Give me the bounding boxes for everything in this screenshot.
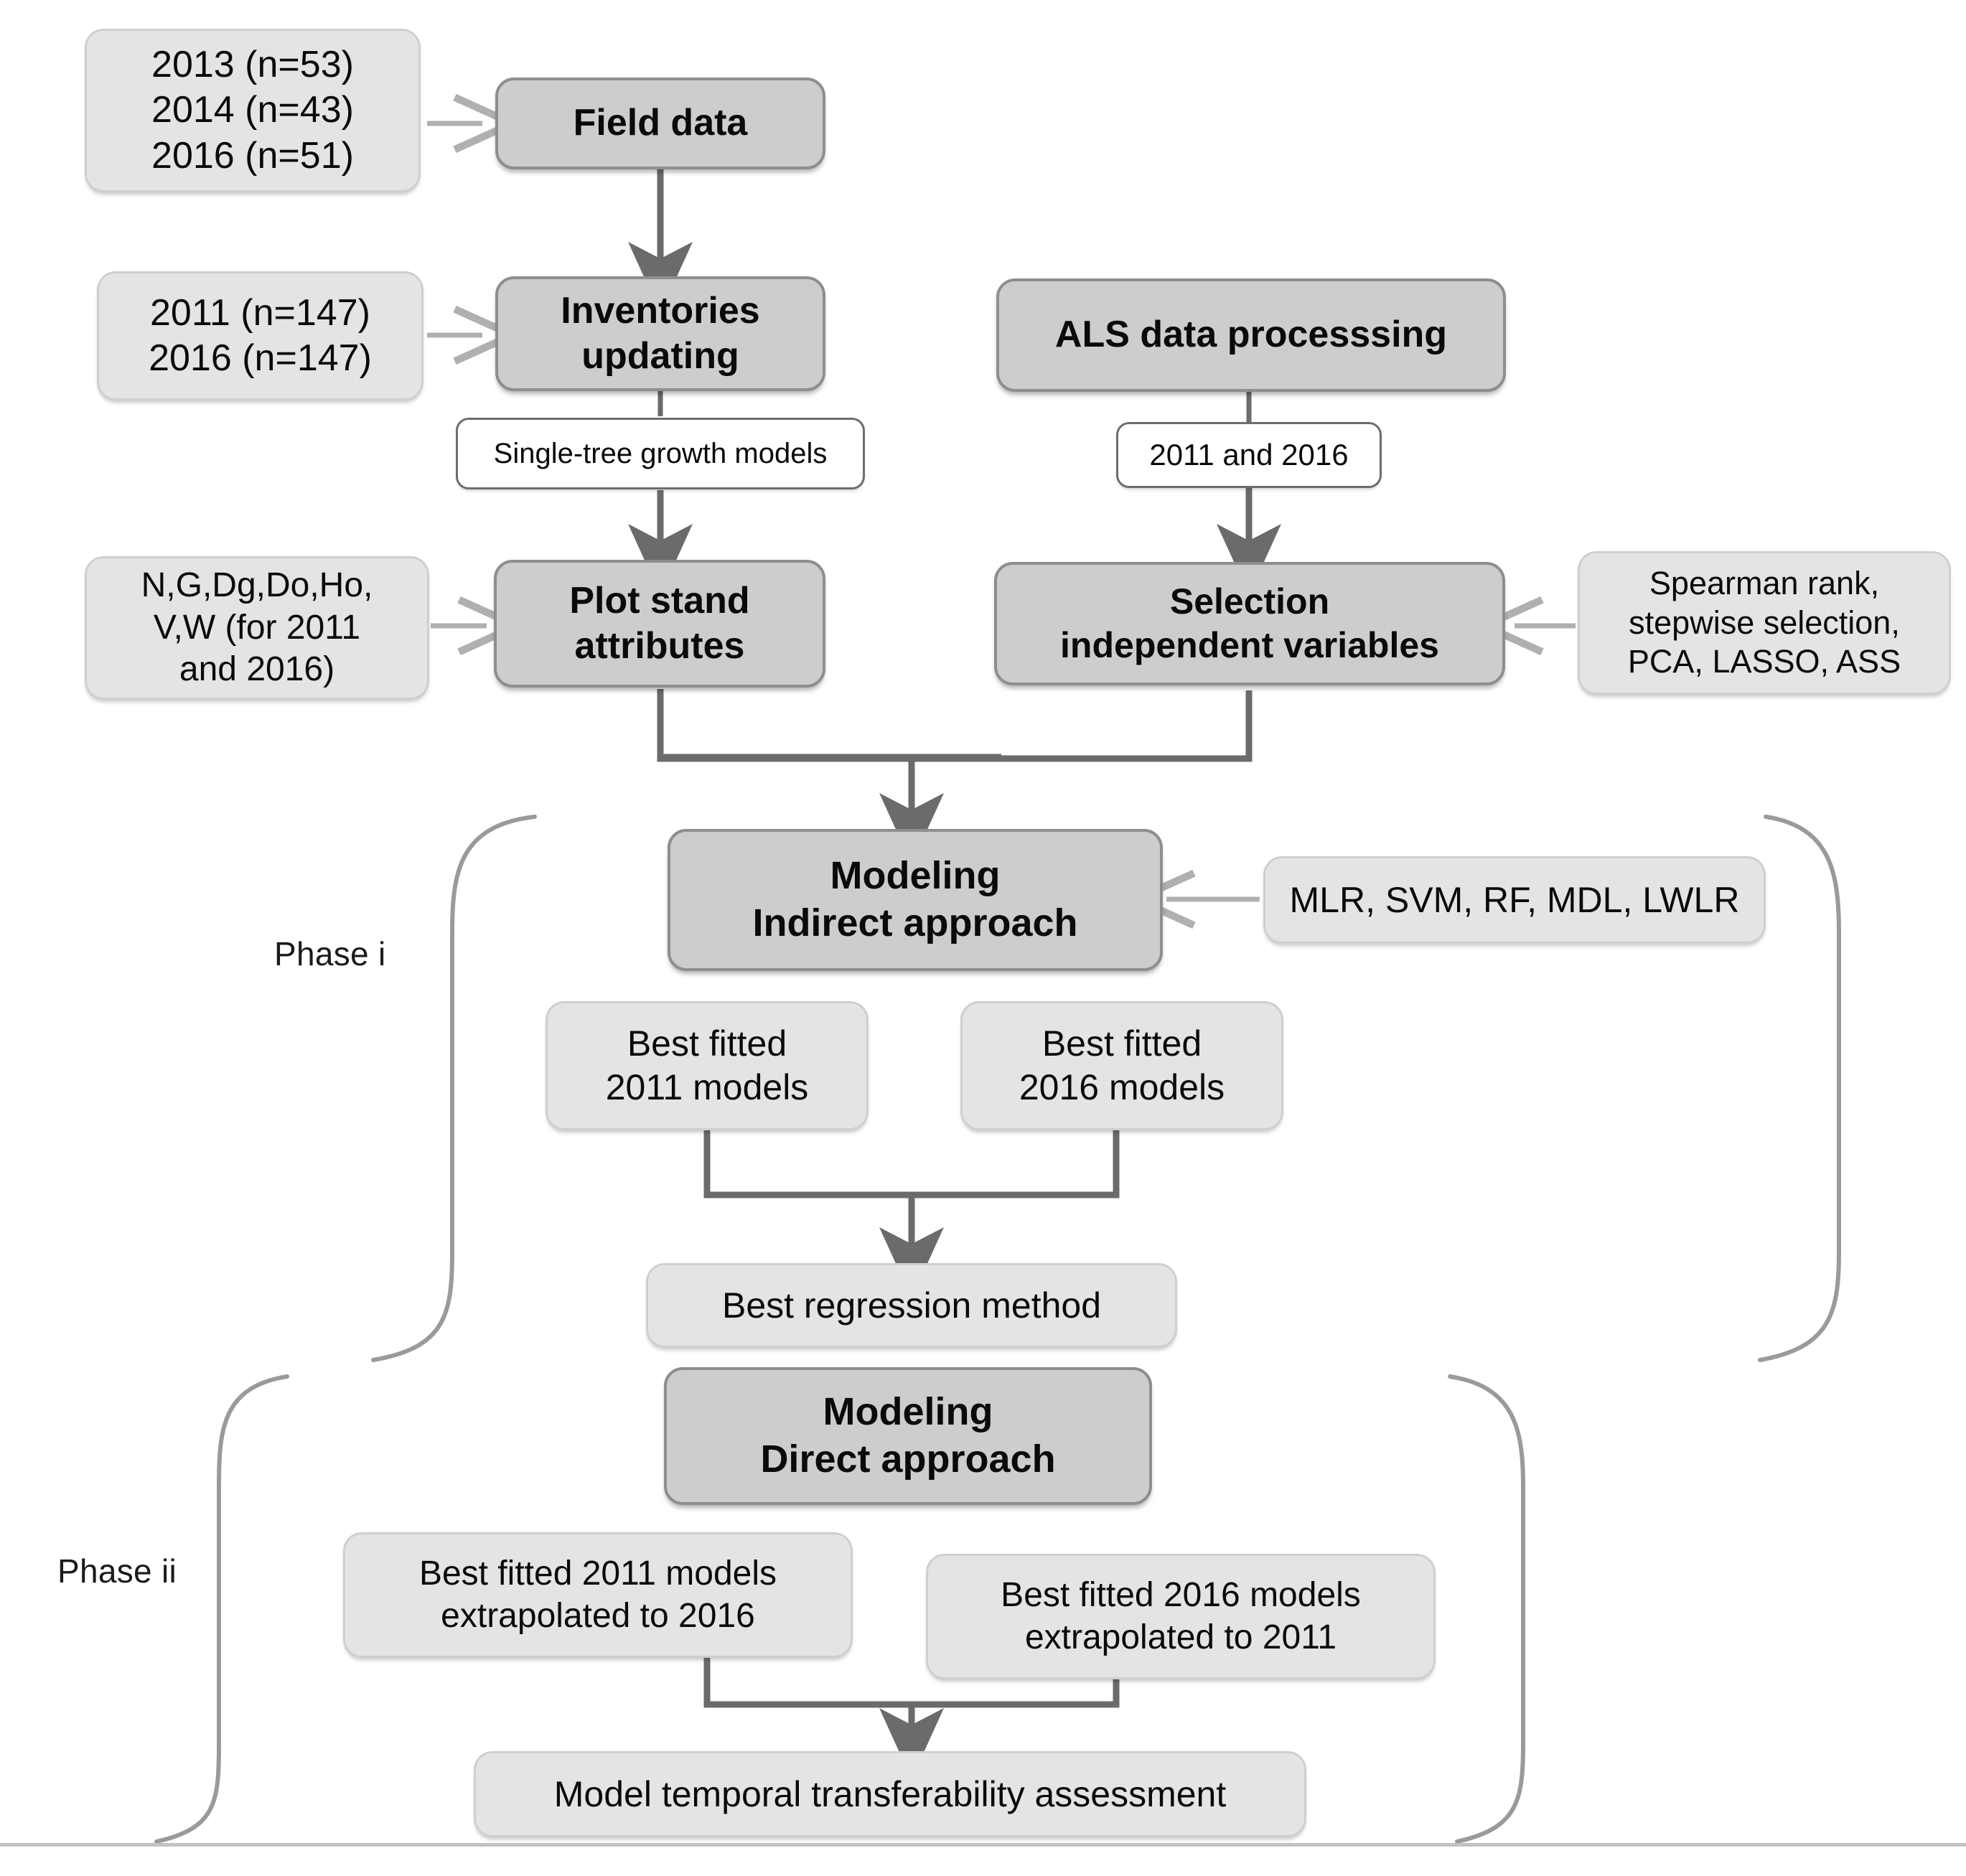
- node-field-years[interactable]: 2013 (n=53) 2014 (n=43) 2016 (n=51): [85, 29, 421, 192]
- node-variable-selection-methods[interactable]: Spearman rank, stepwise selection, PCA, …: [1578, 551, 1951, 695]
- node-stand-variables[interactable]: N,G,Dg,Do,Ho, V,W (for 2011 and 2016): [85, 556, 429, 700]
- phase-ii-right-bracket: [1448, 1374, 1525, 1844]
- node-regression-methods[interactable]: MLR, SVM, RF, MDL, LWLR: [1263, 856, 1766, 944]
- node-inventory-years[interactable]: 2011 (n=147) 2016 (n=147): [97, 271, 423, 400]
- node-field-data[interactable]: Field data: [495, 78, 825, 169]
- phase-ii-label: Phase ii: [57, 1552, 177, 1590]
- merge-best-fitted-to-best-regression: [703, 1127, 1120, 1298]
- node-best-2011-extrapolated[interactable]: Best fitted 2011 models extrapolated to …: [343, 1532, 853, 1658]
- phase-i-right-bracket: [1758, 815, 1841, 1362]
- node-modeling-direct-approach[interactable]: Modeling Direct approach: [664, 1367, 1152, 1505]
- node-transferability-assessment[interactable]: Model temporal transferability assessmen…: [474, 1751, 1306, 1837]
- node-single-tree-growth-models[interactable]: Single-tree growth models: [456, 418, 865, 489]
- phase-i-label: Phase i: [274, 935, 386, 972]
- node-best-fitted-2011[interactable]: Best fitted 2011 models: [546, 1001, 869, 1130]
- node-modeling-indirect-approach[interactable]: Modeling Indirect approach: [668, 829, 1163, 971]
- merge-to-modeling-indirect: [657, 689, 1253, 864]
- node-selection-independent-variables[interactable]: Selection independent variables: [994, 562, 1505, 685]
- node-als-years[interactable]: 2011 and 2016: [1116, 422, 1382, 488]
- bottom-divider: [0, 1843, 1966, 1847]
- node-plot-stand-attributes[interactable]: Plot stand attributes: [494, 560, 825, 688]
- phase-i-left-bracket: [371, 815, 537, 1362]
- node-best-regression-method[interactable]: Best regression method: [646, 1263, 1177, 1348]
- phase-ii-left-bracket: [154, 1374, 289, 1844]
- node-best-fitted-2016[interactable]: Best fitted 2016 models: [960, 1001, 1283, 1130]
- node-best-2016-extrapolated[interactable]: Best fitted 2016 models extrapolated to …: [926, 1554, 1436, 1679]
- node-als-data-processing[interactable]: ALS data processsing: [996, 278, 1506, 392]
- node-inventories-updating[interactable]: Inventories updating: [495, 276, 825, 391]
